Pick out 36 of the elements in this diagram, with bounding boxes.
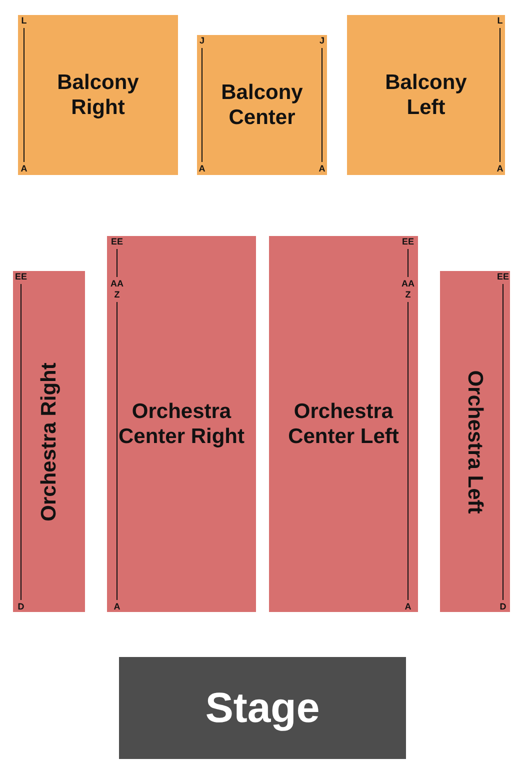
row-letter: EE — [402, 238, 414, 246]
row-letter: A — [318, 164, 326, 174]
row-letter: EE — [111, 238, 123, 246]
section-name: Orchestra Right — [36, 362, 62, 521]
row-letter: J — [320, 36, 324, 46]
row-letter: A — [404, 602, 412, 612]
stage-block — [119, 657, 406, 759]
row-letter: Z — [405, 290, 411, 300]
row-letter: D — [500, 602, 506, 612]
seating-section — [107, 236, 256, 612]
row-letter: L — [21, 16, 27, 26]
row-letter: A — [496, 164, 504, 174]
row-letter: A — [198, 164, 206, 174]
row-letter: AA — [402, 280, 414, 288]
row-letter: EE — [497, 272, 509, 282]
seating-section — [197, 35, 327, 175]
section-name: Balcony Right — [56, 70, 140, 120]
row-letter: J — [200, 36, 204, 46]
stage-label: Stage — [204, 682, 321, 733]
row-letter: D — [18, 602, 24, 612]
seating-section — [269, 236, 418, 612]
row-letter: Z — [114, 290, 120, 300]
row-letter: A — [114, 602, 120, 612]
row-letter: AA — [110, 280, 124, 288]
seating-section — [13, 271, 85, 612]
row-letter: A — [20, 164, 28, 174]
seating-section — [347, 15, 505, 175]
row-letter: EE — [15, 272, 27, 282]
section-name: Orchestra Center Left — [287, 398, 400, 450]
seating-section — [440, 271, 510, 612]
section-name: Orchestra Center Right — [118, 398, 246, 450]
seating-section — [18, 15, 178, 175]
section-name: Balcony Center — [220, 80, 304, 130]
section-name: Orchestra Left — [462, 370, 488, 514]
section-name: Balcony Left — [384, 70, 468, 120]
row-letter: L — [497, 16, 503, 26]
